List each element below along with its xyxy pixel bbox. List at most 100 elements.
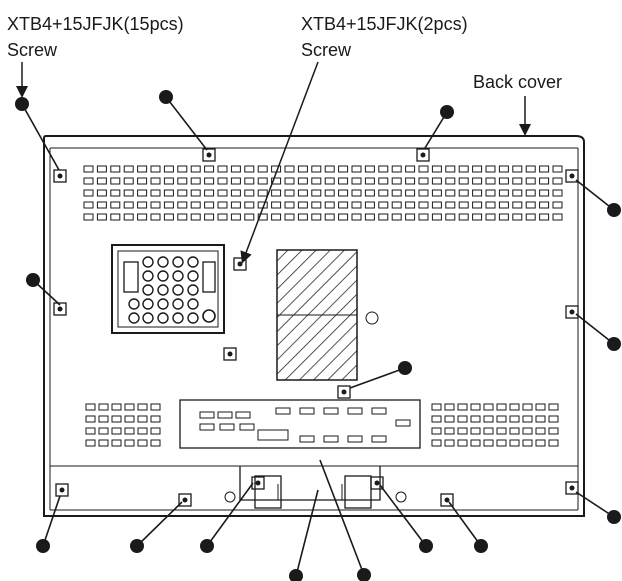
vent-slot — [96, 213, 107, 221]
av-jack — [172, 256, 184, 268]
vent-slot — [98, 403, 109, 411]
vent-slot — [525, 177, 536, 185]
av-jack — [172, 312, 184, 324]
vent-slot — [444, 403, 455, 411]
vent-slot — [284, 189, 295, 197]
vent-slot — [445, 165, 456, 173]
vent-slot — [338, 201, 349, 209]
vent-slot — [405, 201, 416, 209]
callout-bullet — [607, 203, 621, 217]
vent-slot — [364, 189, 375, 197]
vent-slot — [431, 189, 442, 197]
board-component — [323, 435, 339, 443]
callout-bullet — [419, 539, 433, 553]
board-component — [347, 407, 363, 415]
vent-slot — [418, 189, 429, 197]
back-cover-label: Back cover — [473, 72, 563, 92]
vent-slot — [431, 439, 442, 447]
vent-slot — [83, 165, 94, 173]
lower-right-vent-grille — [431, 403, 559, 447]
av-jack — [172, 298, 184, 310]
vent-slot — [123, 189, 134, 197]
callout-leader — [349, 367, 406, 389]
screw-hole-center — [182, 497, 188, 503]
vent-slot — [177, 201, 188, 209]
screw-hole — [565, 481, 579, 495]
vent-slot — [535, 415, 546, 423]
vent-slot — [324, 165, 335, 173]
vent-slot — [244, 213, 255, 221]
vent-slot — [378, 201, 389, 209]
callout-bullet — [15, 97, 29, 111]
vent-slot — [364, 201, 375, 209]
vent-slot — [124, 439, 135, 447]
screw-hole — [202, 148, 216, 162]
vent-slot — [458, 201, 469, 209]
vent-slot — [472, 213, 483, 221]
vent-slot — [110, 165, 121, 173]
screw-hole — [370, 476, 384, 490]
vent-slot — [472, 177, 483, 185]
vent-slot — [431, 201, 442, 209]
vent-slot — [418, 165, 429, 173]
vent-slot — [311, 177, 322, 185]
vent-slot — [431, 427, 442, 435]
vent-slot — [85, 439, 96, 447]
vent-slot — [470, 415, 481, 423]
vent-slot — [297, 213, 308, 221]
vent-slot — [98, 415, 109, 423]
vent-slot — [190, 189, 201, 197]
vent-slot — [522, 427, 533, 435]
vent-slot — [177, 189, 188, 197]
vent-slot — [96, 189, 107, 197]
vent-slot — [110, 213, 121, 221]
screw-hole — [53, 169, 67, 183]
vent-slot — [535, 427, 546, 435]
board-component — [275, 407, 291, 415]
av-jack-array — [128, 256, 216, 324]
vent-slot — [522, 439, 533, 447]
av-jack — [172, 270, 184, 282]
vent-slot — [85, 415, 96, 423]
board-component — [239, 423, 255, 431]
vent-slot — [150, 177, 161, 185]
callout-leader — [424, 111, 448, 149]
vent-slot — [391, 189, 402, 197]
vent-slot — [552, 189, 563, 197]
vent-slot — [548, 403, 559, 411]
vent-slot — [123, 213, 134, 221]
vent-slot — [457, 415, 468, 423]
vent-slot — [512, 189, 523, 197]
callout-leader — [448, 501, 482, 547]
callout-bullet — [440, 105, 454, 119]
callout-bullet — [607, 337, 621, 351]
vent-slot — [297, 201, 308, 209]
vent-slot — [391, 213, 402, 221]
vent-slot — [405, 177, 416, 185]
callout-leader — [379, 484, 427, 547]
vent-slot — [391, 177, 402, 185]
vent-slot — [552, 165, 563, 173]
screw-2pcs-name-label: Screw — [301, 40, 352, 60]
board-component — [199, 423, 215, 431]
vent-slot — [483, 427, 494, 435]
vent-slot — [483, 415, 494, 423]
callout-leader — [165, 96, 208, 151]
vent-slot — [190, 201, 201, 209]
vent-slot — [445, 213, 456, 221]
vent-slot — [512, 213, 523, 221]
vent-slot — [85, 403, 96, 411]
vent-slot — [257, 165, 268, 173]
vent-slot — [137, 213, 148, 221]
vent-slot — [111, 427, 122, 435]
vent-slot — [458, 213, 469, 221]
vent-slot — [496, 415, 507, 423]
callout-leader — [136, 501, 183, 547]
screw-hole-center — [57, 173, 63, 179]
screw-callouts — [15, 90, 621, 581]
vent-slot — [483, 403, 494, 411]
vent-slot — [163, 177, 174, 185]
board-component — [347, 435, 363, 443]
vent-slot — [324, 177, 335, 185]
